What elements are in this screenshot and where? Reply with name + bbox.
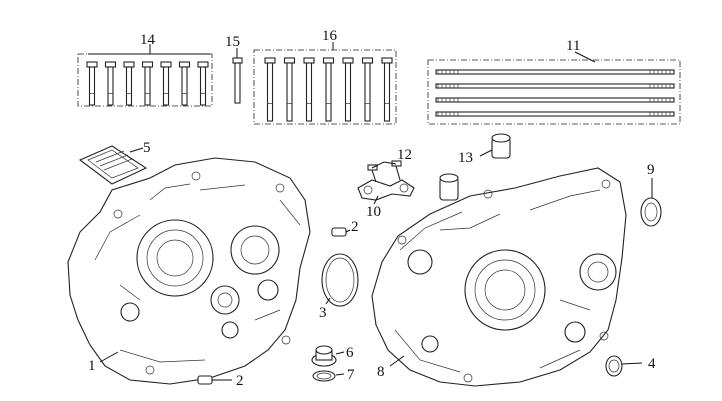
bolt-14-3 [123, 61, 135, 106]
bolt-16-6 [361, 57, 374, 122]
stud-11-1 [435, 69, 675, 75]
bolt-14-4 [141, 61, 154, 106]
bolt-16-1 [264, 57, 276, 122]
callout-2-lower: 2 [236, 373, 244, 389]
washer-7 [312, 370, 345, 382]
bolt-14-7 [197, 61, 209, 106]
stud-11-4 [435, 111, 675, 117]
dowel-13-b [439, 149, 493, 201]
callout-11: 11 [566, 38, 580, 54]
callout-5: 5 [143, 140, 151, 156]
bolt-16-2 [283, 57, 296, 122]
callout-12: 12 [397, 147, 412, 163]
dowel-pin-2-lower [197, 375, 232, 385]
drain-plug-6 [311, 345, 345, 367]
bolt-set-14 [77, 44, 213, 107]
callout-16: 16 [322, 28, 338, 44]
bolt-14-2 [104, 61, 117, 106]
callout-9: 9 [647, 162, 655, 178]
bolt-16-3 [303, 57, 315, 122]
bolt-15 [232, 48, 243, 104]
bolt-16-7 [381, 57, 393, 122]
bracket-10 [357, 179, 415, 205]
stud-11-3 [435, 97, 675, 103]
callout-3: 3 [319, 305, 327, 321]
dowel-pin-2-upper [331, 227, 351, 237]
stud-set-11 [427, 51, 681, 125]
callout-10: 10 [366, 204, 381, 220]
gasket-5 [78, 145, 148, 185]
bolt-14-6 [178, 61, 191, 106]
bolt-set-16 [253, 42, 397, 125]
callout-15: 15 [225, 34, 240, 50]
right-crankcase-8 [371, 167, 627, 387]
callout-14: 14 [140, 32, 156, 48]
dowel-13-a [491, 133, 511, 159]
stud-11-2 [435, 83, 675, 89]
o-ring-3 [321, 253, 359, 307]
callout-6: 6 [346, 345, 354, 361]
bolt-16-5 [342, 57, 354, 122]
bolt-14-1 [86, 61, 98, 106]
callout-7: 7 [347, 367, 355, 383]
callout-13: 13 [458, 150, 473, 166]
callout-2-upper: 2 [351, 219, 359, 235]
callout-4: 4 [648, 356, 656, 372]
bolt-16-4 [322, 57, 335, 122]
callout-1: 1 [88, 358, 96, 374]
seal-4 [605, 355, 643, 377]
bolt-14-5 [160, 61, 172, 106]
left-crankcase-1 [67, 157, 311, 385]
oil-seal-9 [640, 178, 662, 227]
callout-8: 8 [377, 364, 385, 380]
screws-12 [367, 160, 402, 183]
